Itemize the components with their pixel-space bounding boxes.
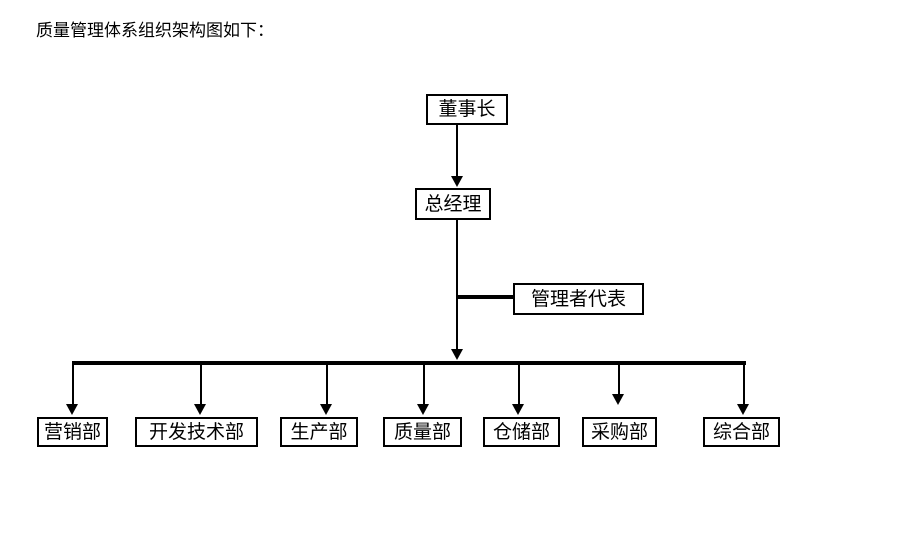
connector-drop-marketing-line [72, 365, 74, 405]
connector-drop-rd-tech-line [200, 365, 202, 405]
connector-drop-general-affairs-line [743, 365, 745, 405]
connector-drop-warehouse-line [518, 365, 520, 405]
org-node-general-manager: 总经理 [415, 188, 491, 220]
org-node-warehouse-dept: 仓储部 [483, 417, 560, 447]
connector-drop-production-arrowhead-icon [320, 404, 332, 415]
org-node-marketing-dept: 营销部 [37, 417, 108, 447]
connector-chairman-to-gm-line [456, 125, 458, 177]
org-node-chairman: 董事长 [426, 94, 508, 125]
connector-drop-quality-line [423, 365, 425, 405]
connector-drop-production-line [326, 365, 328, 405]
connector-gm-to-bar-line [456, 220, 458, 349]
connector-drop-purchasing-arrowhead-icon [612, 394, 624, 405]
org-node-general-affairs-dept: 综合部 [703, 417, 780, 447]
org-node-management-representative: 管理者代表 [513, 283, 644, 315]
org-node-quality-dept: 质量部 [383, 417, 462, 447]
connector-management-representative-branch [457, 295, 513, 299]
page-title: 质量管理体系组织架构图如下： [36, 21, 274, 41]
connector-drop-rd-tech-arrowhead-icon [194, 404, 206, 415]
connector-drop-warehouse-arrowhead-icon [512, 404, 524, 415]
connector-chairman-to-gm-arrowhead-icon [451, 176, 463, 187]
org-node-purchasing-dept: 采购部 [582, 417, 657, 447]
org-node-production-dept: 生产部 [280, 417, 358, 447]
connector-gm-to-bar-arrowhead-icon [451, 349, 463, 360]
connector-drop-marketing-arrowhead-icon [66, 404, 78, 415]
org-node-rd-tech-dept: 开发技术部 [135, 417, 258, 447]
connector-drop-quality-arrowhead-icon [417, 404, 429, 415]
department-distribution-bar [72, 361, 746, 365]
connector-drop-purchasing-line [618, 365, 620, 395]
connector-drop-general-affairs-arrowhead-icon [737, 404, 749, 415]
